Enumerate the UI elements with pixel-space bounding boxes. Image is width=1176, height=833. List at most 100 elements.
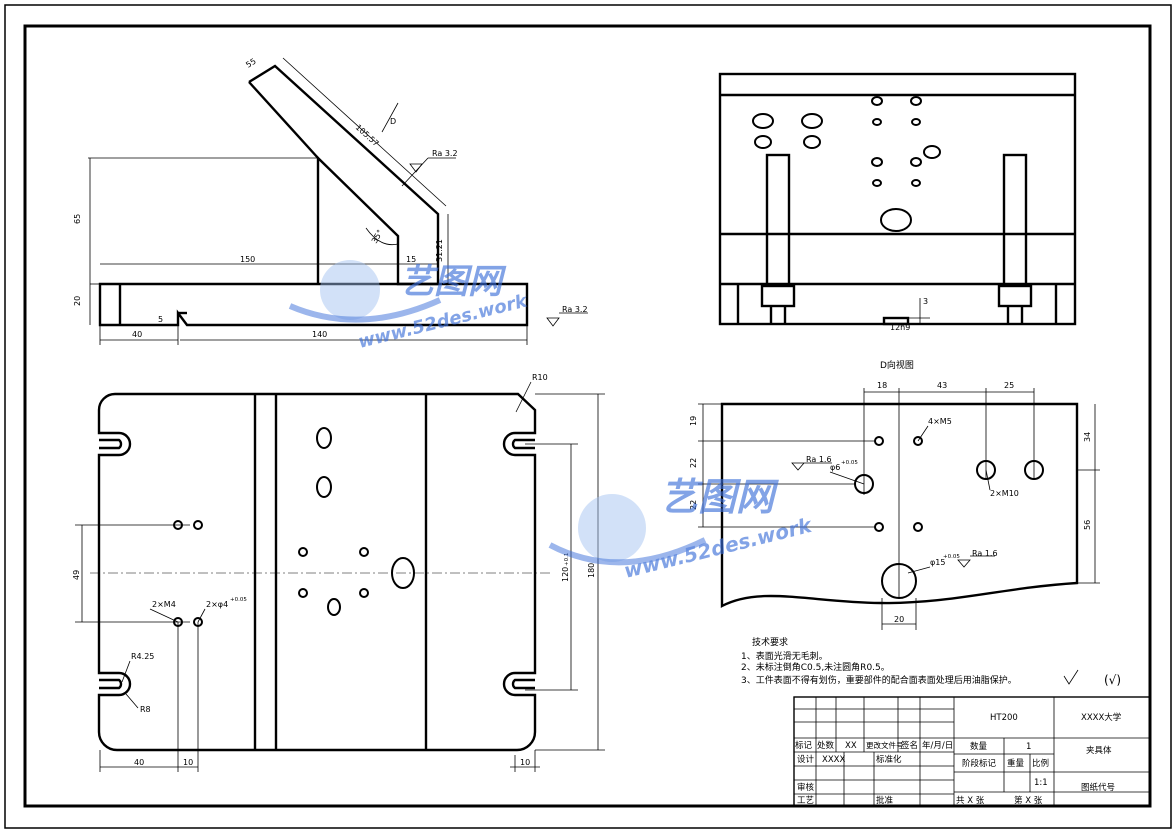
r8-label: R8 bbox=[140, 705, 151, 714]
tb-scale-label: 比例 bbox=[1032, 758, 1049, 769]
title-block: HT200 XXXX大学 夹具体 图纸代号 数量 1 阶段标记 重量 比例 1:… bbox=[793, 696, 1151, 807]
hole bbox=[911, 179, 921, 187]
bore-small-label: φ6 bbox=[830, 463, 840, 472]
tb-mark: 标记 bbox=[795, 740, 813, 751]
dim-34: 34 bbox=[1083, 432, 1092, 442]
m4-label: 2×M4 bbox=[152, 600, 176, 609]
pin-head-left bbox=[760, 284, 796, 308]
hole bbox=[754, 135, 772, 149]
tech-req-title: 技术要求 bbox=[752, 636, 788, 648]
dim-25: 25 bbox=[1004, 381, 1014, 390]
leader bbox=[125, 693, 139, 709]
bore-small-tol: +0.05 bbox=[841, 460, 858, 466]
hole bbox=[872, 118, 882, 126]
hole bbox=[298, 588, 308, 598]
hole bbox=[910, 96, 922, 106]
dim-10: 10 bbox=[183, 758, 193, 767]
dim-150: 150 bbox=[240, 255, 255, 264]
watermark-brand: 艺图网 bbox=[660, 475, 779, 519]
pin-head-right bbox=[997, 284, 1033, 308]
hole bbox=[391, 557, 415, 589]
watermark-brand: 艺图网 bbox=[400, 262, 507, 302]
tb-change-doc: 更改文件号 bbox=[866, 740, 904, 750]
dim-20: 20 bbox=[73, 296, 82, 306]
tb-sheet-no: 第 X 张 bbox=[1014, 795, 1043, 806]
watermark-url: www.52des.work bbox=[621, 513, 815, 583]
hole bbox=[871, 96, 883, 106]
tb-scale-value: 1:1 bbox=[1034, 778, 1048, 788]
title-block-frame bbox=[793, 696, 1151, 807]
front-view: 65 20 150 15 31.21 105.57 55 35° D 40 14… bbox=[73, 57, 588, 345]
d-view: D向视图 18 43 25 19 22 22 34 56 20 4×M bbox=[689, 359, 1100, 630]
watermark-swoosh bbox=[288, 297, 442, 323]
tb-total-sheets: 共 X 张 bbox=[956, 796, 985, 806]
slot-inner bbox=[511, 678, 535, 690]
r10-label: R10 bbox=[532, 373, 548, 382]
dim-15: 15 bbox=[406, 255, 416, 264]
d-view-outline bbox=[720, 402, 1079, 608]
tb-date: 年/月/日 bbox=[922, 740, 953, 751]
pin-label: 2×φ4 bbox=[206, 600, 228, 609]
ra-leader bbox=[401, 157, 429, 187]
base-plate-outline bbox=[98, 282, 529, 327]
dim-55: 55 bbox=[244, 57, 257, 70]
pin-tol: +0.05 bbox=[230, 597, 247, 603]
leader bbox=[829, 471, 865, 485]
dim-19: 19 bbox=[689, 416, 698, 426]
pin-left bbox=[765, 153, 791, 287]
hole bbox=[193, 520, 203, 530]
dim-120-tol: +0.1 bbox=[564, 553, 570, 566]
m10-label: 2×M10 bbox=[990, 489, 1019, 498]
tb-review: 审核 bbox=[797, 782, 815, 793]
leader bbox=[515, 381, 532, 413]
dim-3: 3 bbox=[923, 297, 928, 306]
hole bbox=[298, 547, 308, 557]
tb-weight-label: 重量 bbox=[1007, 758, 1025, 769]
dim-line-105 bbox=[282, 57, 447, 207]
view-arrow-line bbox=[381, 102, 399, 133]
dim-120: 120 bbox=[561, 567, 570, 582]
m5-hole bbox=[913, 436, 923, 446]
inner-frame bbox=[23, 24, 1152, 808]
roughness-symbol bbox=[791, 462, 832, 471]
watermark-swoosh bbox=[548, 537, 707, 566]
tb-designer: XXXX bbox=[822, 755, 845, 765]
roughness-symbol bbox=[546, 312, 588, 327]
tech-req-item-3: 3、工件表面不得有划伤，重要部件的配合面表面处理后用油脂保护。 bbox=[741, 674, 1017, 686]
hole bbox=[872, 179, 882, 187]
hole bbox=[316, 476, 332, 498]
hole bbox=[801, 113, 823, 129]
tb-school: XXXX大学 bbox=[1081, 712, 1122, 723]
dim-65: 65 bbox=[73, 214, 82, 224]
hole bbox=[910, 157, 922, 167]
slot-inner bbox=[511, 438, 535, 450]
leader bbox=[907, 566, 931, 574]
tb-drawing-no: 图纸代号 bbox=[1081, 782, 1115, 793]
hole bbox=[752, 113, 774, 129]
slot-12h9 bbox=[882, 316, 910, 326]
inclined-arm bbox=[248, 64, 440, 286]
rough-symbol: (√) bbox=[1104, 673, 1121, 687]
watermark-globe-icon bbox=[320, 260, 380, 320]
tb-sign: 签名 bbox=[901, 740, 918, 751]
dim-105-57: 105.57 bbox=[354, 123, 381, 148]
ra-bottom: Ra 3.2 bbox=[562, 305, 588, 314]
slot-inner bbox=[99, 438, 123, 450]
side-view: 3 12h9 bbox=[718, 72, 1077, 332]
hole bbox=[871, 157, 883, 167]
tb-qty-value: 1 bbox=[1026, 742, 1031, 752]
dim-31-21: 31.21 bbox=[435, 239, 444, 262]
dim-slot: 12h9 bbox=[890, 323, 910, 332]
m5-hole bbox=[874, 436, 884, 446]
hole bbox=[803, 135, 821, 149]
d-view-title: D向视图 bbox=[880, 359, 914, 371]
tb-material: HT200 bbox=[990, 713, 1018, 723]
dim-22a: 22 bbox=[689, 458, 698, 468]
ra2-label: Ra 1.6 bbox=[972, 549, 998, 558]
check-roughness-icon bbox=[1063, 669, 1079, 685]
hole bbox=[359, 588, 369, 598]
dim-49: 49 bbox=[72, 570, 81, 580]
tech-req-item-1: 1、表面光滑无毛刺。 bbox=[741, 650, 828, 662]
slot-inner bbox=[99, 678, 123, 690]
